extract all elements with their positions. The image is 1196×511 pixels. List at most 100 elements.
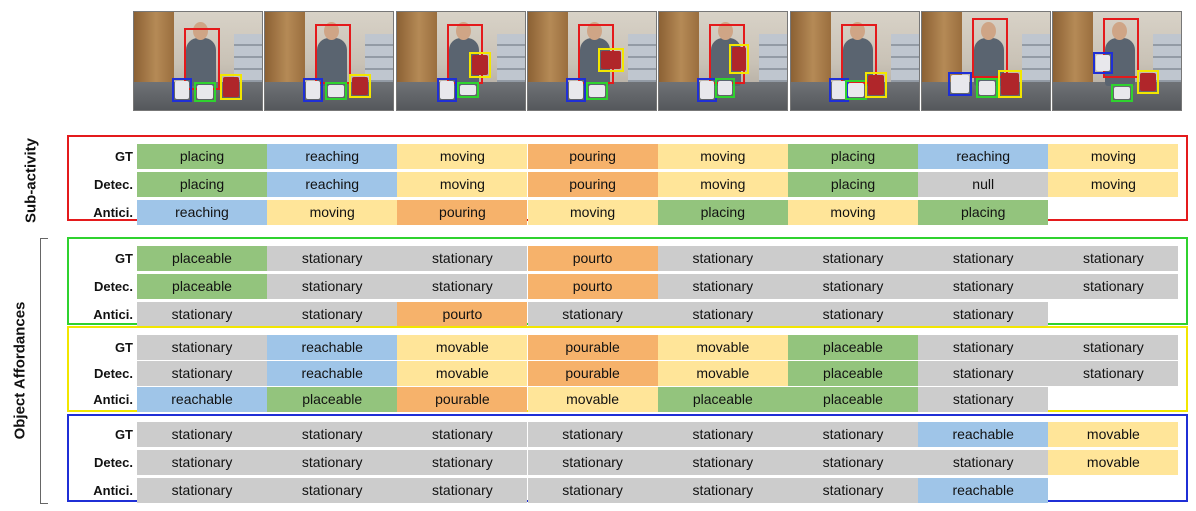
yellow-object [223, 77, 239, 97]
blue-object [439, 81, 454, 99]
label-cell: placing [788, 172, 918, 197]
label-cell: stationary [527, 450, 658, 475]
green-bounding-box [844, 80, 867, 100]
label-cell: placing [918, 200, 1049, 225]
label-cell: stationary [397, 450, 528, 475]
green-bounding-box [456, 82, 479, 98]
person-head [586, 22, 602, 40]
person-head [324, 22, 340, 40]
label-cell: stationary [137, 422, 267, 447]
yellow-bounding-box [1137, 70, 1160, 94]
label-cell: stationary [788, 450, 918, 475]
row-label: Detec. [93, 366, 133, 381]
label-cell: stationary [1048, 274, 1179, 299]
label-cell: stationary [788, 478, 918, 503]
yellow-bounding-box [597, 48, 624, 72]
blue-bounding-box [303, 78, 324, 102]
label-cell: pouring [527, 144, 658, 169]
label-cell: stationary [137, 478, 267, 503]
label-cell: movable [527, 387, 658, 412]
label-cell: pourable [527, 361, 658, 386]
video-frame [395, 11, 526, 111]
label-cell: reachable [267, 335, 398, 360]
label-cell: stationary [657, 302, 788, 327]
yellow-bounding-box [220, 74, 242, 100]
person-bounding-box [971, 18, 1008, 78]
blue-bounding-box [172, 78, 192, 102]
label-cell [1048, 387, 1178, 412]
row-label: GT [114, 427, 133, 442]
green-object [588, 85, 605, 97]
yellow-object [1140, 73, 1157, 91]
label-cell: placing [137, 172, 267, 197]
label-cell: stationary [267, 274, 398, 299]
person-head [980, 22, 996, 40]
green-object [328, 85, 345, 97]
affordance-bracket [40, 238, 48, 504]
green-bounding-box [194, 82, 216, 102]
label-cell: pourto [397, 302, 528, 327]
row-label: Antici. [93, 392, 133, 407]
label-cell: stationary [918, 361, 1049, 386]
video-frame [789, 11, 920, 111]
label-cell: movable [1048, 422, 1179, 447]
label-cell: stationary [1048, 335, 1179, 360]
label-cell: placeable [267, 387, 398, 412]
green-bounding-box [585, 82, 608, 100]
blue-object [700, 81, 715, 99]
label-cell: reaching [918, 144, 1049, 169]
yellow-bounding-box [349, 74, 372, 98]
video-frame-strip [133, 11, 1183, 113]
label-cell: stationary [788, 246, 918, 271]
label-cell: stationary [918, 335, 1049, 360]
label-cell: moving [1048, 172, 1179, 197]
label-cell: movable [657, 361, 788, 386]
blue-object [175, 81, 189, 99]
row-label: Detec. [93, 177, 133, 192]
person-head [849, 22, 865, 40]
label-cell: stationary [918, 246, 1049, 271]
row-label: GT [114, 149, 133, 164]
row-label: GT [114, 340, 133, 355]
label-cell: null [918, 172, 1049, 197]
label-cell: moving [397, 144, 528, 169]
label-cell: stationary [918, 387, 1049, 412]
person-figure [1105, 38, 1136, 86]
blue-bounding-box [565, 78, 586, 102]
label-cell: placing [137, 144, 267, 169]
label-cell: stationary [788, 422, 918, 447]
blue-bounding-box [697, 78, 718, 102]
yellow-bounding-box [864, 72, 887, 98]
label-cell: moving [788, 200, 918, 225]
label-cell: pourto [527, 274, 658, 299]
sub-activity-label: Sub-activity [22, 137, 40, 224]
label-cell: movable [397, 335, 528, 360]
person-bounding-box [1103, 18, 1140, 78]
row-label: Antici. [93, 205, 133, 220]
label-cell: stationary [1048, 246, 1179, 271]
label-cell: stationary [527, 478, 658, 503]
label-cell: stationary [267, 302, 398, 327]
green-object [197, 85, 213, 99]
label-cell: stationary [267, 450, 398, 475]
label-cell: stationary [397, 274, 528, 299]
yellow-object [1000, 73, 1019, 95]
label-cell: stationary [137, 335, 267, 360]
blue-object [568, 81, 583, 99]
yellow-object [600, 51, 621, 69]
green-bounding-box [325, 82, 348, 100]
blue-object [306, 81, 321, 99]
label-cell: placeable [788, 387, 918, 412]
video-frame [920, 11, 1051, 111]
person-head [455, 22, 471, 40]
yellow-object [732, 47, 747, 71]
